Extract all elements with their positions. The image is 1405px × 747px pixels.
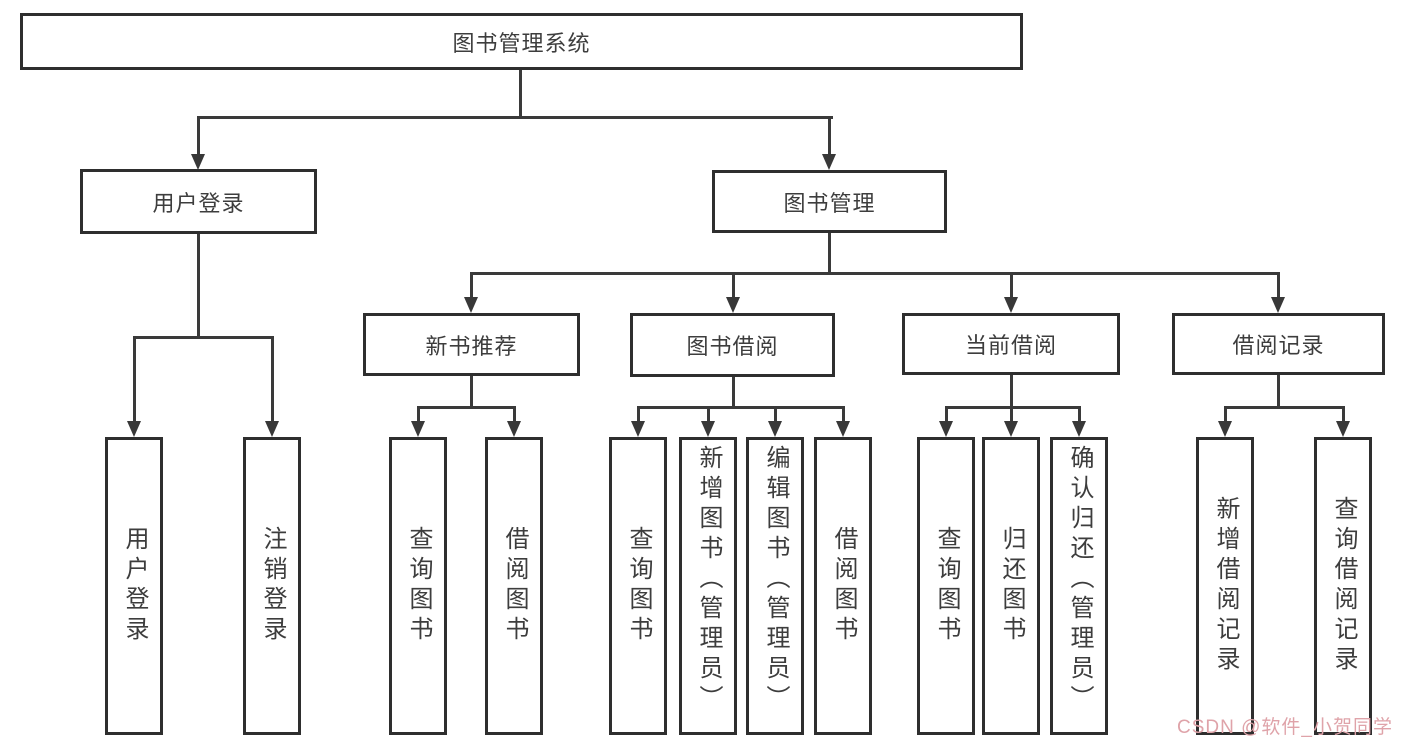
leaf-bb-borrow-books-label: 借阅图书 (830, 526, 857, 646)
leaf-cb-query-books-label: 查询图书 (933, 526, 960, 646)
arrowhead-icon (127, 421, 141, 437)
leaf-nbr-borrow-books: 借阅图书 (485, 437, 543, 735)
connector-line (637, 406, 845, 409)
leaf-cb-return-books: 归还图书 (982, 437, 1040, 735)
leaf-br-query-record-label: 查询借阅记录 (1330, 496, 1357, 676)
arrowhead-icon (1218, 421, 1232, 437)
arrowhead-icon (265, 421, 279, 437)
node-book-mgmt-label: 图书管理 (783, 190, 876, 216)
connector-line (470, 272, 473, 299)
connector-line (133, 336, 274, 339)
connector-line (470, 272, 1280, 275)
leaf-bb-add-books-admin: 新增图书（管理员） (679, 437, 737, 735)
leaf-user-login: 用户登录 (105, 437, 163, 735)
connector-line (519, 70, 522, 118)
connector-line (945, 406, 948, 423)
arrowhead-icon (701, 421, 715, 437)
connector-line (197, 116, 200, 156)
connector-line (1224, 406, 1227, 423)
leaf-bb-add-books-admin-label: 新增图书（管理员） (695, 445, 722, 715)
connector-line (1277, 375, 1280, 408)
node-root-label: 图书管理系统 (452, 30, 591, 56)
arrowhead-icon (631, 421, 645, 437)
connector-line (828, 233, 831, 274)
csdn-watermark: CSDN @软件_小贺同学 (1177, 717, 1393, 738)
leaf-cb-query-books: 查询图书 (917, 437, 975, 735)
connector-line (197, 116, 833, 119)
connector-line (732, 272, 735, 299)
node-current-borrow-label: 当前借阅 (964, 333, 1057, 358)
connector-line (1342, 406, 1345, 423)
arrowhead-icon (1336, 421, 1350, 437)
arrowhead-icon (191, 154, 205, 170)
node-borrow-records-label: 借阅记录 (1232, 333, 1325, 358)
connector-line (945, 406, 1081, 409)
connector-line (707, 406, 710, 423)
arrowhead-icon (1072, 421, 1086, 437)
connector-line (732, 376, 735, 408)
node-user-login-label: 用户登录 (152, 190, 245, 216)
connector-line (417, 406, 516, 409)
leaf-logout-label: 注销登录 (259, 526, 286, 646)
leaf-br-add-record: 新增借阅记录 (1196, 437, 1254, 735)
arrowhead-icon (939, 421, 953, 437)
arrowhead-icon (507, 421, 521, 437)
connector-line (1010, 272, 1013, 299)
arrowhead-icon (768, 421, 782, 437)
leaf-bb-query-books: 查询图书 (609, 437, 667, 735)
connector-line (1224, 406, 1345, 409)
leaf-cb-confirm-return-admin: 确认归还（管理员） (1050, 437, 1108, 735)
node-new-book-rec: 新书推荐 (363, 313, 580, 376)
connector-line (271, 336, 274, 423)
connector-line (470, 376, 473, 408)
connector-line (513, 406, 516, 423)
arrowhead-icon (836, 421, 850, 437)
connector-line (1277, 272, 1280, 299)
leaf-br-add-record-label: 新增借阅记录 (1212, 496, 1239, 676)
leaf-cb-return-books-label: 归还图书 (998, 526, 1025, 646)
connector-line (197, 234, 200, 338)
leaf-bb-edit-books-admin-label: 编辑图书（管理员） (762, 445, 789, 715)
leaf-bb-edit-books-admin: 编辑图书（管理员） (746, 437, 804, 735)
connector-line (842, 406, 845, 423)
leaf-cb-confirm-return-admin-label: 确认归还（管理员） (1066, 445, 1093, 715)
leaf-bb-borrow-books: 借阅图书 (814, 437, 872, 735)
arrowhead-icon (726, 297, 740, 313)
arrowhead-icon (1271, 297, 1285, 313)
node-current-borrow: 当前借阅 (902, 313, 1120, 375)
leaf-br-query-record: 查询借阅记录 (1314, 437, 1372, 735)
node-root: 图书管理系统 (20, 13, 1023, 70)
connector-line (828, 116, 831, 156)
leaf-user-login-label: 用户登录 (121, 526, 148, 646)
connector-line (1010, 375, 1013, 408)
node-book-mgmt: 图书管理 (712, 170, 947, 233)
arrowhead-icon (1004, 421, 1018, 437)
connector-line (417, 406, 420, 423)
node-user-login: 用户登录 (80, 169, 317, 234)
node-book-borrow: 图书借阅 (630, 313, 835, 377)
leaf-nbr-borrow-books-label: 借阅图书 (501, 526, 528, 646)
arrowhead-icon (411, 421, 425, 437)
connector-line (1078, 406, 1081, 423)
leaf-logout: 注销登录 (243, 437, 301, 735)
leaf-nbr-query-books-label: 查询图书 (405, 526, 432, 646)
connector-line (637, 406, 640, 423)
connector-line (133, 336, 136, 423)
leaf-bb-query-books-label: 查询图书 (625, 526, 652, 646)
node-book-borrow-label: 图书借阅 (686, 334, 779, 359)
arrowhead-icon (464, 297, 478, 313)
node-new-book-rec-label: 新书推荐 (425, 333, 518, 359)
node-borrow-records: 借阅记录 (1172, 313, 1385, 375)
arrowhead-icon (822, 154, 836, 170)
arrowhead-icon (1004, 297, 1018, 313)
connector-line (774, 406, 777, 423)
connector-line (1010, 406, 1013, 423)
leaf-nbr-query-books: 查询图书 (389, 437, 447, 735)
